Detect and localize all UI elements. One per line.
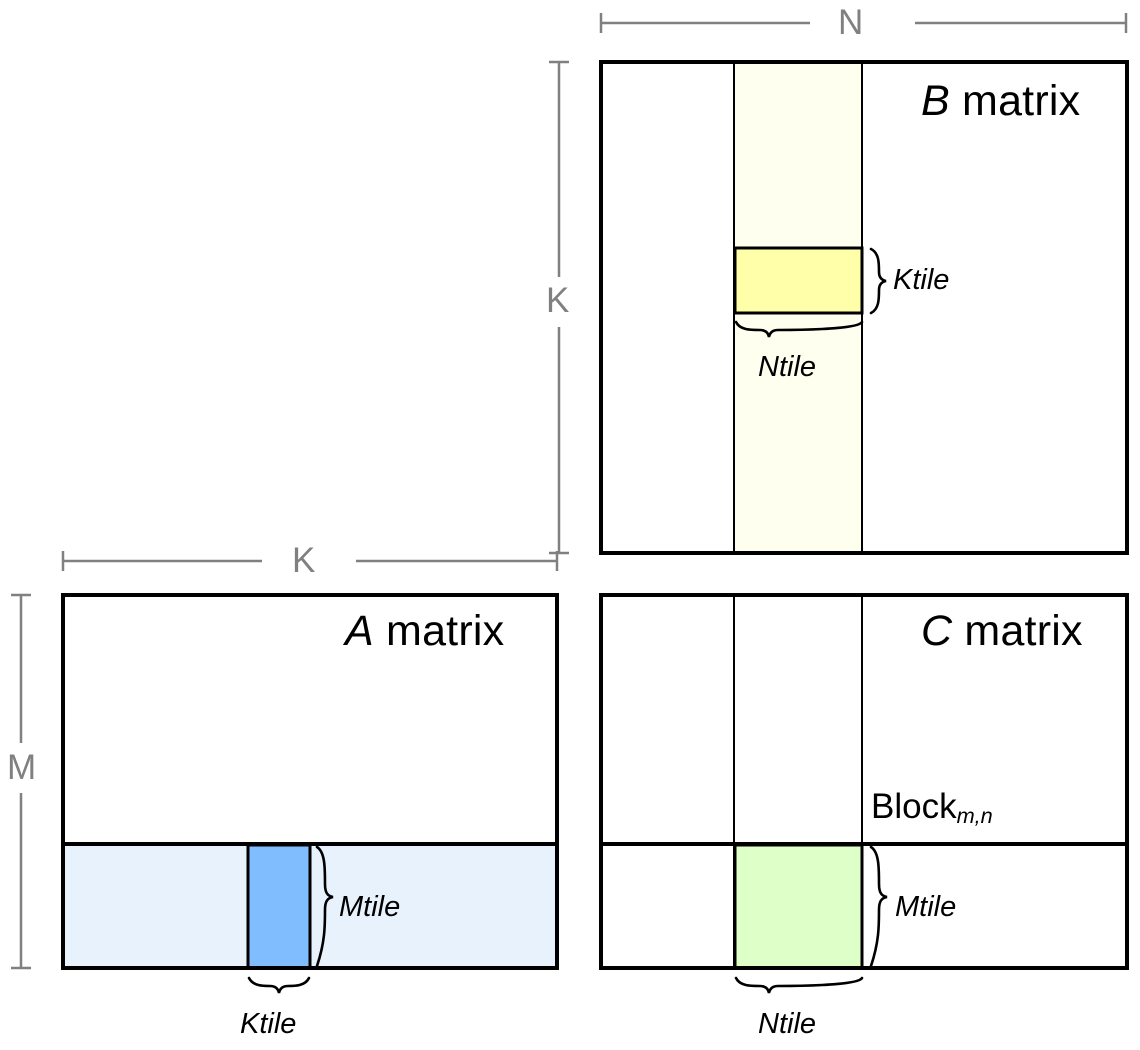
tile-label-b-ntile: Ntile [758,351,817,383]
dimension-guide-K-vertical [549,60,569,555]
matrix-symbol-A: A [345,607,374,655]
dimension-guide-N [599,13,1128,33]
matrix-title-C: C matrix [921,610,1083,653]
dimension-label-M: M [7,748,37,787]
matrix-symbol-C: C [921,607,953,655]
dimension-label-N: N [838,3,864,42]
block-label-subscript: m,n [956,802,993,828]
brace-c-mtile [869,845,888,968]
a-mtile-ktile-tile [246,843,312,970]
brace-b-ntile [734,320,864,338]
matrix-word-B-space [950,77,962,125]
matrix-symbol-B: B [921,77,950,125]
block-label: Blockm,n [871,789,993,826]
block-label-base: Block [871,787,957,826]
brace-c-ntile [734,976,864,994]
c-block-tile [733,843,864,970]
tile-label-a-mtile: Mtile [339,891,401,923]
b-ktile-ntile-tile [733,246,864,315]
matrix-B [599,60,1129,555]
matrix-word-A-space [374,607,386,655]
matrix-word-B: matrix [962,77,1081,125]
tile-label-a-ktile: Ktile [240,1008,297,1040]
brace-b-ktile [869,247,887,315]
tile-label-c-ntile: Ntile [758,1008,817,1040]
matrix-A [61,593,559,970]
matrix-C [599,593,1129,970]
matrix-word-C: matrix [964,607,1083,655]
brace-a-ktile [247,976,311,994]
dimension-label-K-horizontal: K [292,541,316,580]
dimension-guide-M [11,593,31,970]
dimension-guide-K-horizontal [61,551,559,571]
tile-label-c-mtile: Mtile [895,891,957,923]
tile-label-b-ktile: Ktile [893,264,950,296]
matrix-title-A: A matrix [345,610,504,653]
dimension-label-K-vertical: K [546,281,570,320]
matrix-word-A: matrix [386,607,505,655]
brace-a-mtile [315,845,334,968]
matrix-title-B: B matrix [921,80,1080,123]
matrix-word-C-space [952,607,964,655]
